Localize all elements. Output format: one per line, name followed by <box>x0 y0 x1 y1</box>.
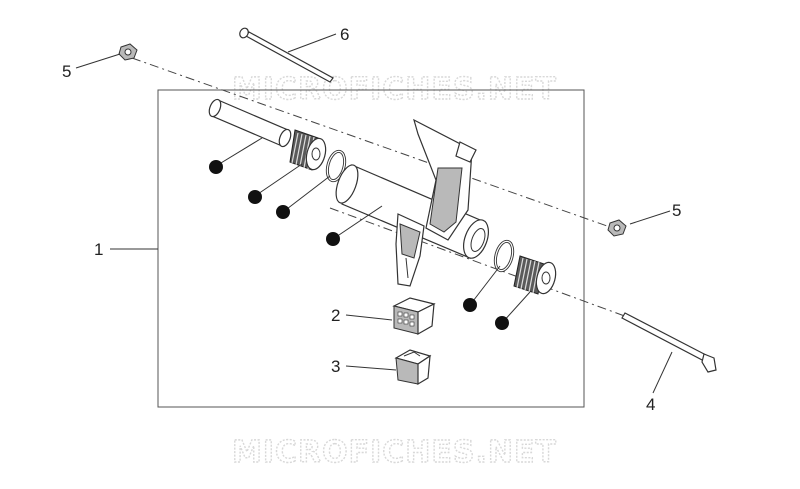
watermark-bottom: MICROFICHES.NET <box>232 435 557 470</box>
silent-block-right <box>513 255 557 295</box>
callout-5-right: 5 <box>672 201 681 220</box>
leader-6 <box>287 33 337 53</box>
leader-3 <box>345 365 397 371</box>
leader-5-right <box>629 210 671 225</box>
nut-right <box>607 219 627 237</box>
silent-block-left <box>289 129 327 171</box>
rubber-block <box>392 297 436 336</box>
leader-4 <box>652 351 673 394</box>
callout-1: 1 <box>94 240 103 259</box>
circlip-right <box>493 239 515 273</box>
circlip-left <box>325 149 347 183</box>
callout-5-left: 5 <box>62 62 71 81</box>
leader-5-left <box>75 53 121 69</box>
kit-markers <box>209 137 531 330</box>
assembly-frame <box>157 89 585 408</box>
swingarm-body <box>335 118 489 287</box>
buffer-cap <box>394 349 432 386</box>
lower-axis-line <box>329 207 631 319</box>
callout-4: 4 <box>646 395 655 414</box>
long-bolt-bottom <box>621 312 717 373</box>
callout-6: 6 <box>340 25 349 44</box>
callout-3: 3 <box>331 357 340 376</box>
leader-2 <box>345 314 393 321</box>
spacer-tube <box>208 98 292 148</box>
upper-axis-line <box>131 57 625 233</box>
nut-left <box>118 43 138 61</box>
long-bolt-top <box>239 27 334 83</box>
callout-2: 2 <box>331 306 340 325</box>
